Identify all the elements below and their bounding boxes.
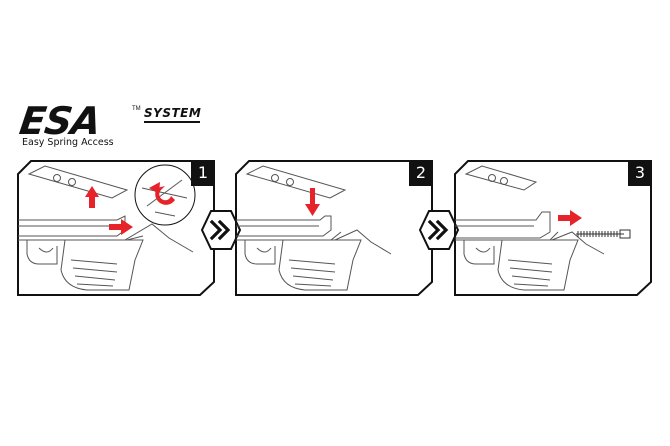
- logo-tagline: Easy Spring Access: [22, 137, 114, 148]
- logo-underline: [144, 121, 200, 123]
- step-panel-1: 1: [17, 160, 215, 296]
- recoil-spring: [576, 229, 631, 239]
- step-number-badge: 1: [191, 160, 215, 186]
- panel-1-illustration: [17, 160, 215, 296]
- step-number: 1: [197, 163, 209, 182]
- panel-3-illustration: [454, 160, 652, 296]
- esa-system-logo: ESA TM SYSTEM Easy Spring Access: [16, 99, 220, 150]
- logo-system-text: SYSTEM: [144, 106, 202, 120]
- double-chevron-right-icon: [200, 210, 242, 250]
- red-arrows: [85, 182, 175, 235]
- step-number: 2: [415, 163, 427, 182]
- logo-brand: ESA: [16, 99, 103, 143]
- step-number: 3: [634, 163, 646, 182]
- step-number-badge: 2: [409, 160, 433, 186]
- logo-trademark: TM: [132, 106, 141, 112]
- double-chevron-right-icon: [418, 210, 460, 250]
- step-panel-2: 2: [235, 160, 433, 296]
- red-arrows: [558, 210, 582, 226]
- red-arrows: [305, 188, 320, 216]
- step-number-badge: 3: [628, 160, 652, 186]
- panel-2-illustration: [235, 160, 433, 296]
- step-panel-3: 3: [454, 160, 652, 296]
